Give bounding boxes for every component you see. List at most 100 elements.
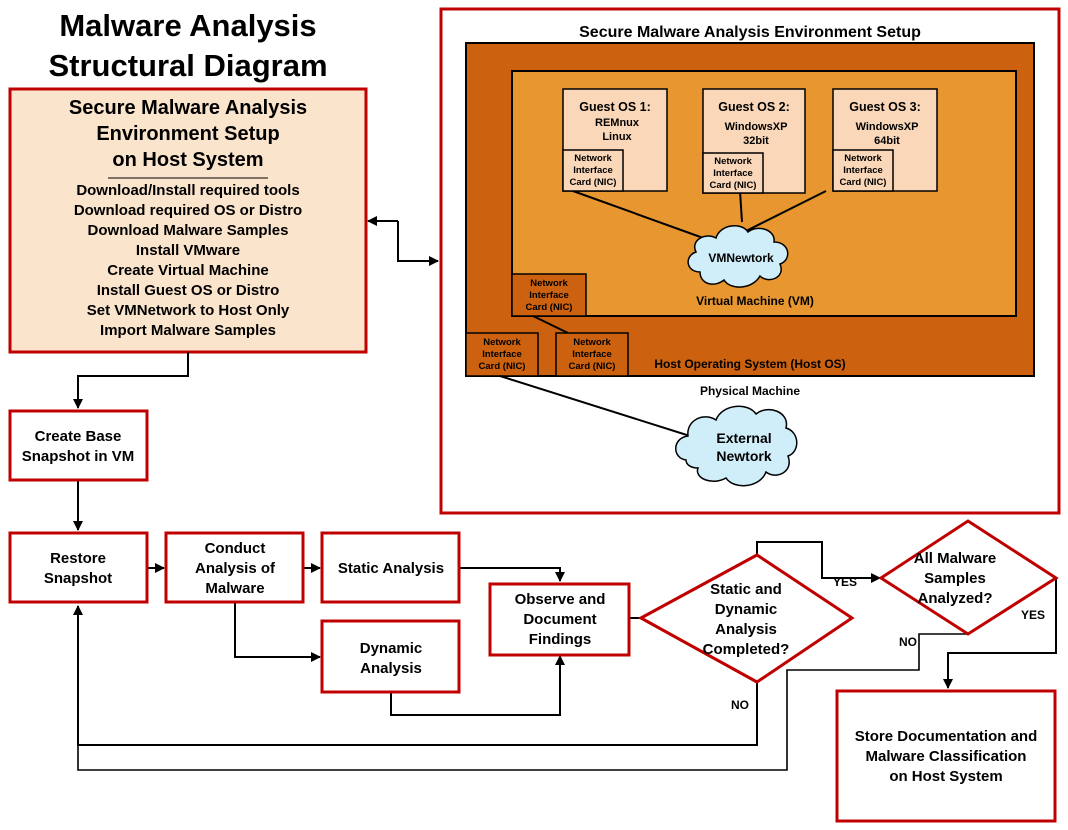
title-line-2: Structural Diagram — [48, 48, 327, 83]
environment-panel-title: Secure Malware Analysis Environment Setu… — [579, 24, 921, 41]
svg-text:Network: Network — [574, 153, 612, 164]
svg-text:Interface: Interface — [482, 349, 522, 360]
svg-text:Card (NIC): Card (NIC) — [569, 361, 616, 372]
svg-text:All Malware: All Malware — [914, 550, 997, 567]
arrow-yes-to-all-samples — [756, 541, 881, 583]
setup-item: Import Malware Samples — [100, 322, 276, 339]
arrow-to-environment — [397, 221, 439, 266]
label-no-all-samples: NO — [899, 635, 917, 649]
guest-os-1[interactable]: Guest OS 1: REMnux Linux Network Interfa… — [562, 88, 668, 192]
svg-text:Card (NIC): Card (NIC) — [840, 177, 887, 188]
svg-text:Analysis: Analysis — [715, 621, 777, 638]
label-yes-completed: YES — [833, 575, 857, 589]
guest1-link — [572, 190, 707, 240]
nic-card: Network Interface Card (NIC) — [832, 149, 894, 192]
external-network-label-1: External — [716, 430, 771, 446]
svg-text:Network: Network — [483, 337, 521, 348]
guest-line: WindowsXP — [725, 121, 788, 133]
setup-item: Install VMware — [136, 242, 240, 259]
cloud-icon — [675, 405, 798, 487]
setup-item: Set VMNetwork to Host Only — [87, 302, 290, 319]
svg-text:Store Documentation and: Store Documentation and — [855, 728, 1038, 745]
physical-machine-label: Physical Machine — [700, 384, 800, 398]
guest-os-3[interactable]: Guest OS 3: WindowsXP 64bit Network Inte… — [832, 88, 938, 192]
restore-snapshot-box[interactable]: Restore Snapshot — [8, 531, 149, 604]
guest-title: Guest OS 3: — [849, 100, 921, 114]
svg-text:Create Base: Create Base — [35, 428, 122, 445]
svg-text:Network: Network — [714, 156, 752, 167]
svg-text:Static and: Static and — [710, 581, 782, 598]
svg-text:Document: Document — [523, 611, 596, 628]
setup-item: Download/Install required tools — [76, 182, 299, 199]
external-network-cloud[interactable]: External Newtork — [675, 405, 798, 487]
external-link — [499, 375, 691, 437]
setup-heading-3: on Host System — [112, 149, 263, 171]
guest-line: 64bit — [874, 135, 900, 147]
svg-text:Card (NIC): Card (NIC) — [710, 180, 757, 191]
setup-item: Download Malware Samples — [88, 222, 289, 239]
create-base-snapshot-box[interactable]: Create Base Snapshot in VM — [8, 409, 149, 482]
svg-text:Observe and: Observe and — [515, 591, 606, 608]
line-no-all-samples — [77, 633, 968, 771]
svg-text:Card (NIC): Card (NIC) — [479, 361, 526, 372]
svg-text:Snapshot in VM: Snapshot in VM — [22, 448, 135, 465]
label-no-completed: NO — [731, 698, 749, 712]
svg-text:Completed?: Completed? — [703, 641, 790, 658]
svg-text:Dynamic: Dynamic — [360, 640, 423, 657]
arrow-conduct-to-dynamic — [234, 602, 321, 662]
vm-nic-card: Network Interface Card (NIC) — [511, 273, 587, 317]
svg-text:Interface: Interface — [573, 165, 613, 176]
cloud-icon — [687, 225, 789, 288]
guest-os-2[interactable]: Guest OS 2: WindowsXP 32bit Network Inte… — [702, 88, 806, 194]
setup-heading-1: Secure Malware Analysis — [69, 97, 307, 119]
conduct-analysis-box[interactable]: Conduct Analysis of Malware — [164, 531, 305, 604]
guest-title: Guest OS 1: — [579, 100, 651, 114]
host-nic-external: Network Interface Card (NIC) — [465, 332, 539, 377]
decision-analysis-completed[interactable]: Static and Dynamic Analysis Completed? — [637, 553, 855, 684]
setup-box[interactable]: Secure Malware Analysis Environment Setu… — [8, 87, 368, 354]
setup-heading-2: Environment Setup — [96, 123, 279, 145]
arrow-yes-to-store — [943, 578, 1057, 689]
svg-text:Malware Classification: Malware Classification — [866, 748, 1027, 765]
external-network-label-2: Newtork — [716, 448, 771, 464]
svg-text:Static Analysis: Static Analysis — [338, 560, 444, 577]
svg-text:Interface: Interface — [572, 349, 612, 360]
static-analysis-box[interactable]: Static Analysis — [320, 531, 461, 604]
host-os-label: Host Operating System (Host OS) — [654, 357, 845, 371]
observe-findings-box[interactable]: Observe and Document Findings — [488, 582, 631, 657]
svg-text:Dynamic: Dynamic — [715, 601, 778, 618]
store-documentation-box[interactable]: Store Documentation and Malware Classifi… — [835, 689, 1057, 823]
nic-card: Network Interface Card (NIC) — [562, 149, 624, 192]
svg-text:Analyzed?: Analyzed? — [917, 590, 992, 607]
guest-line: REMnux — [595, 117, 640, 129]
arrow-no-to-restore — [73, 605, 758, 746]
host-nic-internal: Network Interface Card (NIC) — [555, 332, 629, 377]
svg-text:Interface: Interface — [529, 290, 569, 301]
svg-text:Analysis: Analysis — [360, 660, 422, 677]
guest-line: 32bit — [743, 135, 769, 147]
svg-text:Findings: Findings — [529, 631, 592, 648]
decision-all-samples[interactable]: All Malware Samples Analyzed? — [878, 519, 1059, 636]
vm-network-cloud[interactable]: VMNewtork — [687, 225, 789, 288]
arrow-setup-to-snapshot — [73, 352, 189, 409]
setup-item: Install Guest OS or Distro — [97, 282, 280, 299]
svg-text:on Host System: on Host System — [889, 768, 1002, 785]
svg-text:Restore: Restore — [50, 550, 106, 567]
svg-text:Samples: Samples — [924, 570, 986, 587]
svg-text:Card (NIC): Card (NIC) — [526, 302, 573, 313]
vm-nic-link — [532, 315, 569, 334]
svg-text:Conduct: Conduct — [205, 540, 266, 557]
guest-line: Linux — [602, 131, 632, 143]
label-yes-all-samples: YES — [1021, 608, 1045, 622]
guest2-link — [739, 190, 743, 223]
svg-text:Analysis of: Analysis of — [195, 560, 276, 577]
dynamic-analysis-box[interactable]: Dynamic Analysis — [320, 619, 461, 694]
setup-item: Download required OS or Distro — [74, 202, 302, 219]
vm-label: Virtual Machine (VM) — [696, 294, 814, 308]
environment-panel: Secure Malware Analysis Environment Setu… — [439, 7, 1061, 515]
svg-text:Snapshot: Snapshot — [44, 570, 112, 587]
svg-text:Interface: Interface — [713, 168, 753, 179]
setup-item: Create Virtual Machine — [107, 262, 268, 279]
vm-network-label: VMNewtork — [708, 251, 774, 265]
